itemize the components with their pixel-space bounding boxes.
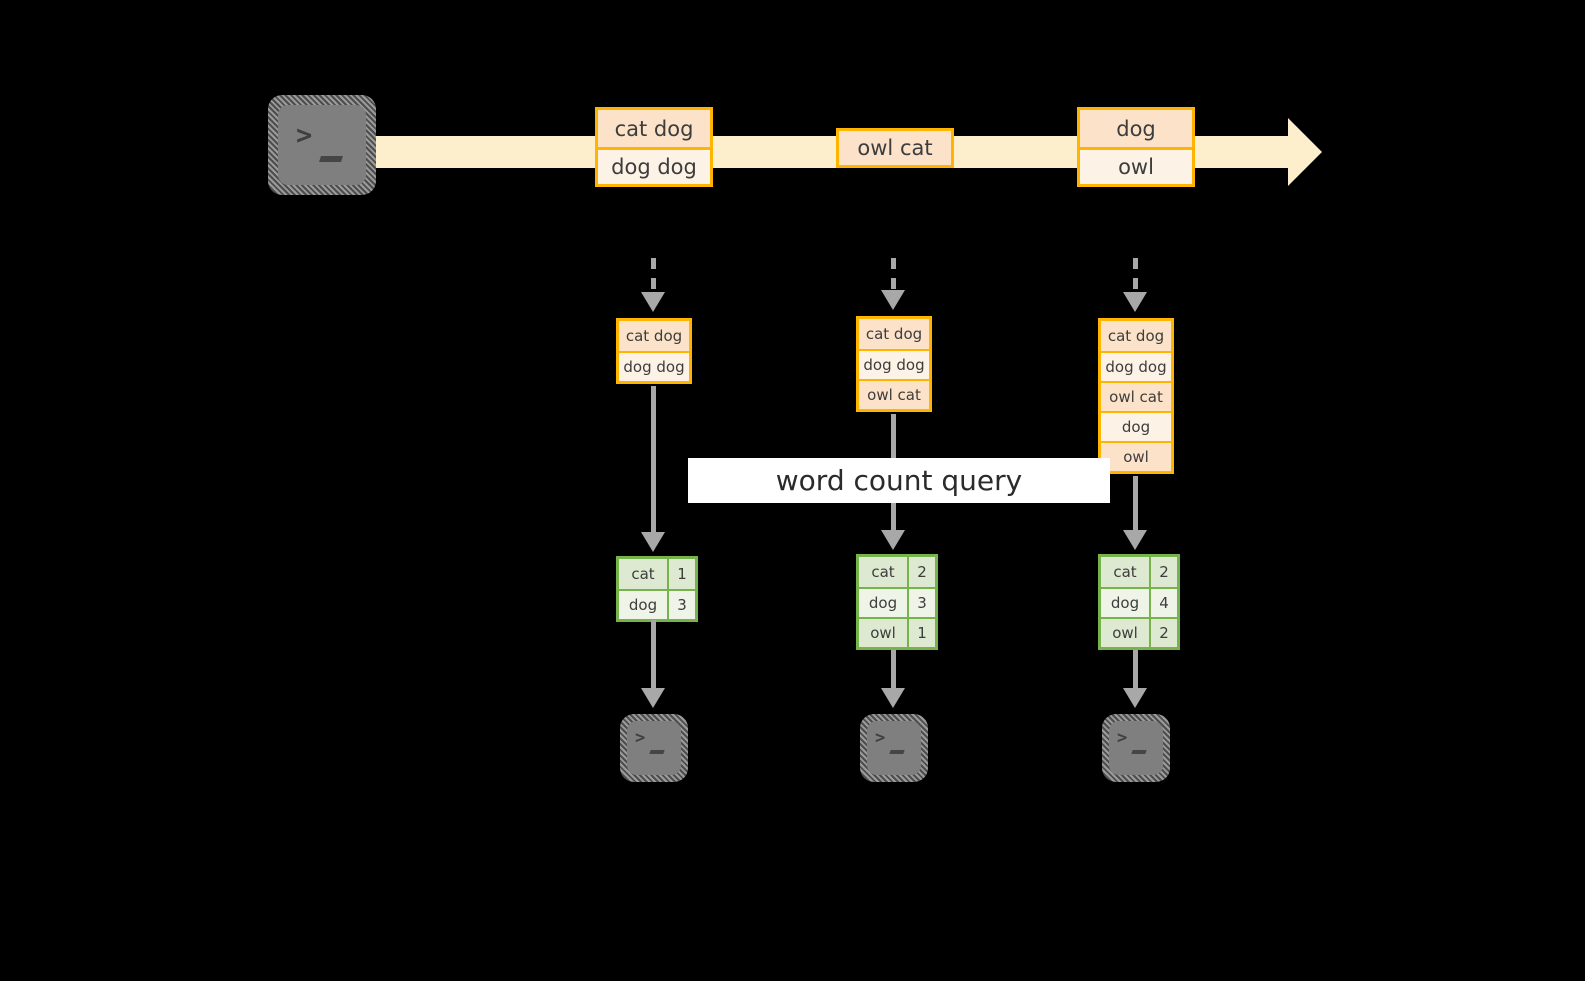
- snapshot-1-intake-arrowhead: [641, 292, 665, 312]
- terminal-prompt-glyph: >: [296, 120, 313, 151]
- table-row: owl 1: [859, 617, 935, 647]
- result-count: 2: [907, 557, 935, 587]
- snapshot-1-input-stack[interactable]: cat dog dog dog: [616, 318, 692, 384]
- snapshot-3-intake-dash: [1133, 258, 1138, 294]
- stream-message-line: owl: [1080, 147, 1192, 184]
- input-row: cat dog: [1101, 321, 1171, 351]
- result-word: owl: [1101, 619, 1149, 647]
- stream-message-line: dog dog: [598, 147, 710, 184]
- result-count: 2: [1149, 619, 1177, 647]
- snapshot-2-sink-arrowhead: [881, 688, 905, 708]
- input-row: dog dog: [859, 349, 929, 379]
- query-label: word count query: [775, 464, 1023, 497]
- snapshot-2-sink-line: [891, 650, 896, 692]
- terminal-cursor: [319, 156, 343, 162]
- terminal-prompt-glyph: >: [635, 728, 646, 748]
- stream-message-line: owl cat: [839, 131, 951, 165]
- stream-message-2[interactable]: owl cat: [836, 128, 954, 168]
- snapshot-2-intake-dash: [891, 258, 896, 292]
- table-row: cat 1: [619, 559, 695, 589]
- terminal-cursor: [649, 750, 665, 754]
- table-row: owl 2: [1101, 617, 1177, 647]
- stream-message-line: cat dog: [598, 110, 710, 147]
- snapshot-3-result-table[interactable]: cat 2 dog 4 owl 2: [1098, 554, 1180, 650]
- snapshot-3-query-arrowhead: [1123, 530, 1147, 550]
- snapshot-3-input-stack[interactable]: cat dog dog dog owl cat dog owl: [1098, 318, 1174, 474]
- input-row: cat dog: [619, 321, 689, 351]
- stream-message-1[interactable]: cat dog dog dog: [595, 107, 713, 187]
- snapshot-1-query-arrowhead: [641, 532, 665, 552]
- terminal-prompt-glyph: >: [1117, 728, 1128, 748]
- input-row: owl cat: [859, 379, 929, 409]
- result-count: 3: [907, 589, 935, 617]
- snapshot-3-intake-arrowhead: [1123, 292, 1147, 312]
- result-word: dog: [859, 589, 907, 617]
- snapshot-2-query-arrowhead: [881, 530, 905, 550]
- snapshot-2-intake-arrowhead: [881, 290, 905, 310]
- result-word: dog: [1101, 589, 1149, 617]
- terminal-prompt-glyph: >: [875, 728, 886, 748]
- snapshot-3-sink-line: [1133, 650, 1138, 692]
- snapshot-2-result-table[interactable]: cat 2 dog 3 owl 1: [856, 554, 938, 650]
- result-count: 1: [667, 559, 695, 589]
- table-row: dog 3: [619, 589, 695, 619]
- result-word: cat: [619, 559, 667, 589]
- stream-arrowhead: [1288, 118, 1322, 186]
- input-row: owl cat: [1101, 381, 1171, 411]
- result-count: 2: [1149, 557, 1177, 587]
- input-row: dog dog: [619, 351, 689, 381]
- snapshot-3-sink-arrowhead: [1123, 688, 1147, 708]
- result-count: 3: [667, 591, 695, 619]
- table-row: cat 2: [859, 557, 935, 587]
- stream-message-line: dog: [1080, 110, 1192, 147]
- snapshot-3-query-line: [1133, 476, 1138, 534]
- result-word: dog: [619, 591, 667, 619]
- snapshot-1-result-table[interactable]: cat 1 dog 3: [616, 556, 698, 622]
- terminal-cursor: [1131, 750, 1147, 754]
- snapshot-1-intake-dash: [651, 258, 656, 294]
- snapshot-2-input-stack[interactable]: cat dog dog dog owl cat: [856, 316, 932, 412]
- table-row: dog 4: [1101, 587, 1177, 617]
- table-row: dog 3: [859, 587, 935, 617]
- snapshot-1-sink-line: [651, 620, 656, 692]
- input-row: cat dog: [859, 319, 929, 349]
- stream-message-3[interactable]: dog owl: [1077, 107, 1195, 187]
- result-word: cat: [859, 557, 907, 587]
- terminal-cursor: [889, 750, 905, 754]
- input-row: dog dog: [1101, 351, 1171, 381]
- query-label-band: word count query: [688, 458, 1110, 503]
- result-word: cat: [1101, 557, 1149, 587]
- input-row: owl: [1101, 441, 1171, 471]
- result-count: 4: [1149, 589, 1177, 617]
- input-row: dog: [1101, 411, 1171, 441]
- table-row: cat 2: [1101, 557, 1177, 587]
- result-word: owl: [859, 619, 907, 647]
- result-count: 1: [907, 619, 935, 647]
- snapshot-1-sink-arrowhead: [641, 688, 665, 708]
- snapshot-1-query-line: [651, 386, 656, 536]
